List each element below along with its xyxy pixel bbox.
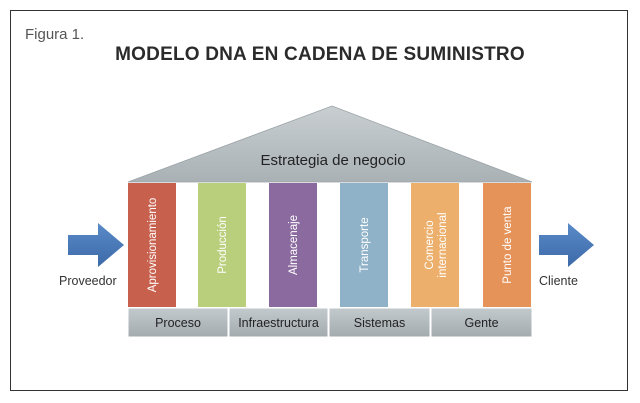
base-block-body (328, 307, 431, 338)
pillar-label: Transporte (359, 217, 371, 272)
pillar-body (340, 183, 388, 307)
pillar-label: Comerciointernacional (424, 212, 449, 277)
pillar-body (411, 183, 459, 307)
pillar-label: Aprovisionamiento (147, 198, 159, 293)
pillar-body (269, 183, 317, 307)
base-block-2: Infraestructura (228, 307, 329, 338)
base-block-body (127, 307, 229, 338)
pillar-label: Punto de venta (502, 206, 514, 284)
pillar-6: Punto de venta (483, 183, 531, 307)
pillar-label: Almacenaje (288, 215, 300, 275)
pillar-2: Producción (198, 183, 246, 307)
figure-label: Figura 1. (25, 26, 85, 43)
pillar-group: Aprovisionamiento Producción Almacenaje Tra… (128, 183, 531, 307)
base-block-4: Gente (430, 307, 533, 338)
base-block-body (228, 307, 329, 338)
left-arrow-icon (68, 223, 124, 267)
pillar-label: Producción (217, 216, 229, 274)
pillar-5: Comerciointernacional (411, 183, 459, 307)
pillar-body (483, 183, 531, 307)
pillar-1: Aprovisionamiento (128, 183, 176, 307)
pillar-3: Almacenaje (269, 183, 317, 307)
supplier-label: Proveedor (59, 274, 117, 288)
base-block-label: Infraestructura (238, 316, 319, 330)
roof-label: Estrategia de negocio (260, 152, 405, 169)
base-block-label: Proceso (155, 316, 201, 330)
pillar-body (198, 183, 246, 307)
pillar-4: Transporte (340, 183, 388, 307)
roof (127, 105, 533, 183)
base-block-body (430, 307, 533, 338)
base-block-label: Gente (464, 316, 498, 330)
base-block-label: Sistemas (354, 316, 405, 330)
base-block-3: Sistemas (328, 307, 431, 338)
pillar-body (128, 183, 176, 307)
right-arrow-icon (539, 223, 594, 267)
page-title: MODELO DNA EN CADENA DE SUMINISTRO (115, 44, 525, 65)
customer-label: Cliente (539, 274, 578, 288)
base-block-1: Proceso (127, 307, 229, 338)
base-group: Proceso Infraestructura Sistemas Gente (127, 307, 533, 338)
